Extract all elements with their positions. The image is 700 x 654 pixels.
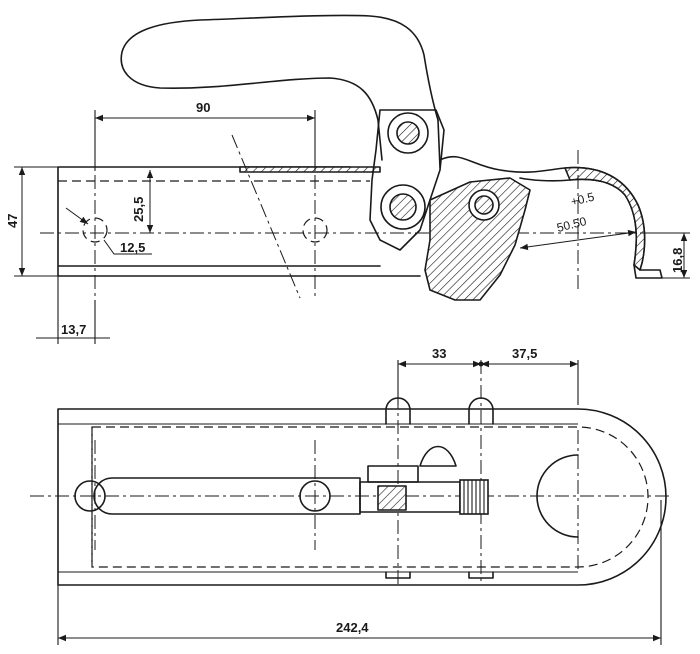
side-body-outline [57, 166, 421, 277]
dim-47-label: 47 [5, 214, 20, 228]
top-body-outline [57, 408, 667, 586]
mechanism-housing [369, 109, 445, 251]
top-knob [459, 479, 489, 515]
top-bolt-2 [468, 397, 494, 425]
bottom-bolt-1 [385, 571, 411, 579]
top-lever-plate [367, 465, 419, 483]
dim-242-4-label: 242,4 [336, 620, 369, 635]
dim-12-5-leader [65, 207, 89, 225]
dim-13-7-label: 13,7 [61, 322, 86, 337]
top-mechanism [359, 481, 461, 513]
coupling-jaw [424, 177, 531, 301]
ball-cup-wall [564, 166, 646, 271]
top-ball-socket [536, 454, 579, 538]
side-top-plate [239, 166, 381, 173]
top-dimensions: 33 37,5 242,4 [57, 346, 662, 645]
side-pin [389, 193, 417, 221]
side-incline-line [231, 134, 301, 299]
pivot-pin [396, 121, 420, 145]
top-hole-2 [299, 480, 331, 512]
ball-diameter-label: 50.50 [555, 214, 588, 235]
top-spring-block [377, 485, 407, 511]
side-view [40, 14, 663, 301]
top-latch-arc [419, 445, 457, 467]
side-hole-2 [302, 217, 328, 243]
dim-33-label: 33 [432, 346, 446, 361]
handle-grip [120, 14, 439, 121]
side-hole-1 [82, 217, 108, 243]
dim-90-label: 90 [196, 100, 210, 115]
ball-diameter-line [519, 229, 637, 251]
tolerance-label: +0.5 [569, 190, 596, 209]
top-slot [93, 477, 361, 515]
side-dimensions: 90 47 25,5 12,5 13,7 +0.5 50.50 16,8 [5, 100, 690, 344]
bottom-bolt-2 [468, 571, 494, 579]
top-hole-1 [74, 480, 106, 512]
dim-16-8-label: 16,8 [670, 248, 685, 273]
top-view [30, 360, 672, 586]
jaw-pin [474, 195, 494, 215]
dim-37-5-label: 37,5 [512, 346, 537, 361]
top-inner-hidden [91, 426, 649, 568]
dim-12-5-label: 12,5 [120, 240, 145, 255]
dim-25-5-label: 25,5 [131, 197, 146, 222]
